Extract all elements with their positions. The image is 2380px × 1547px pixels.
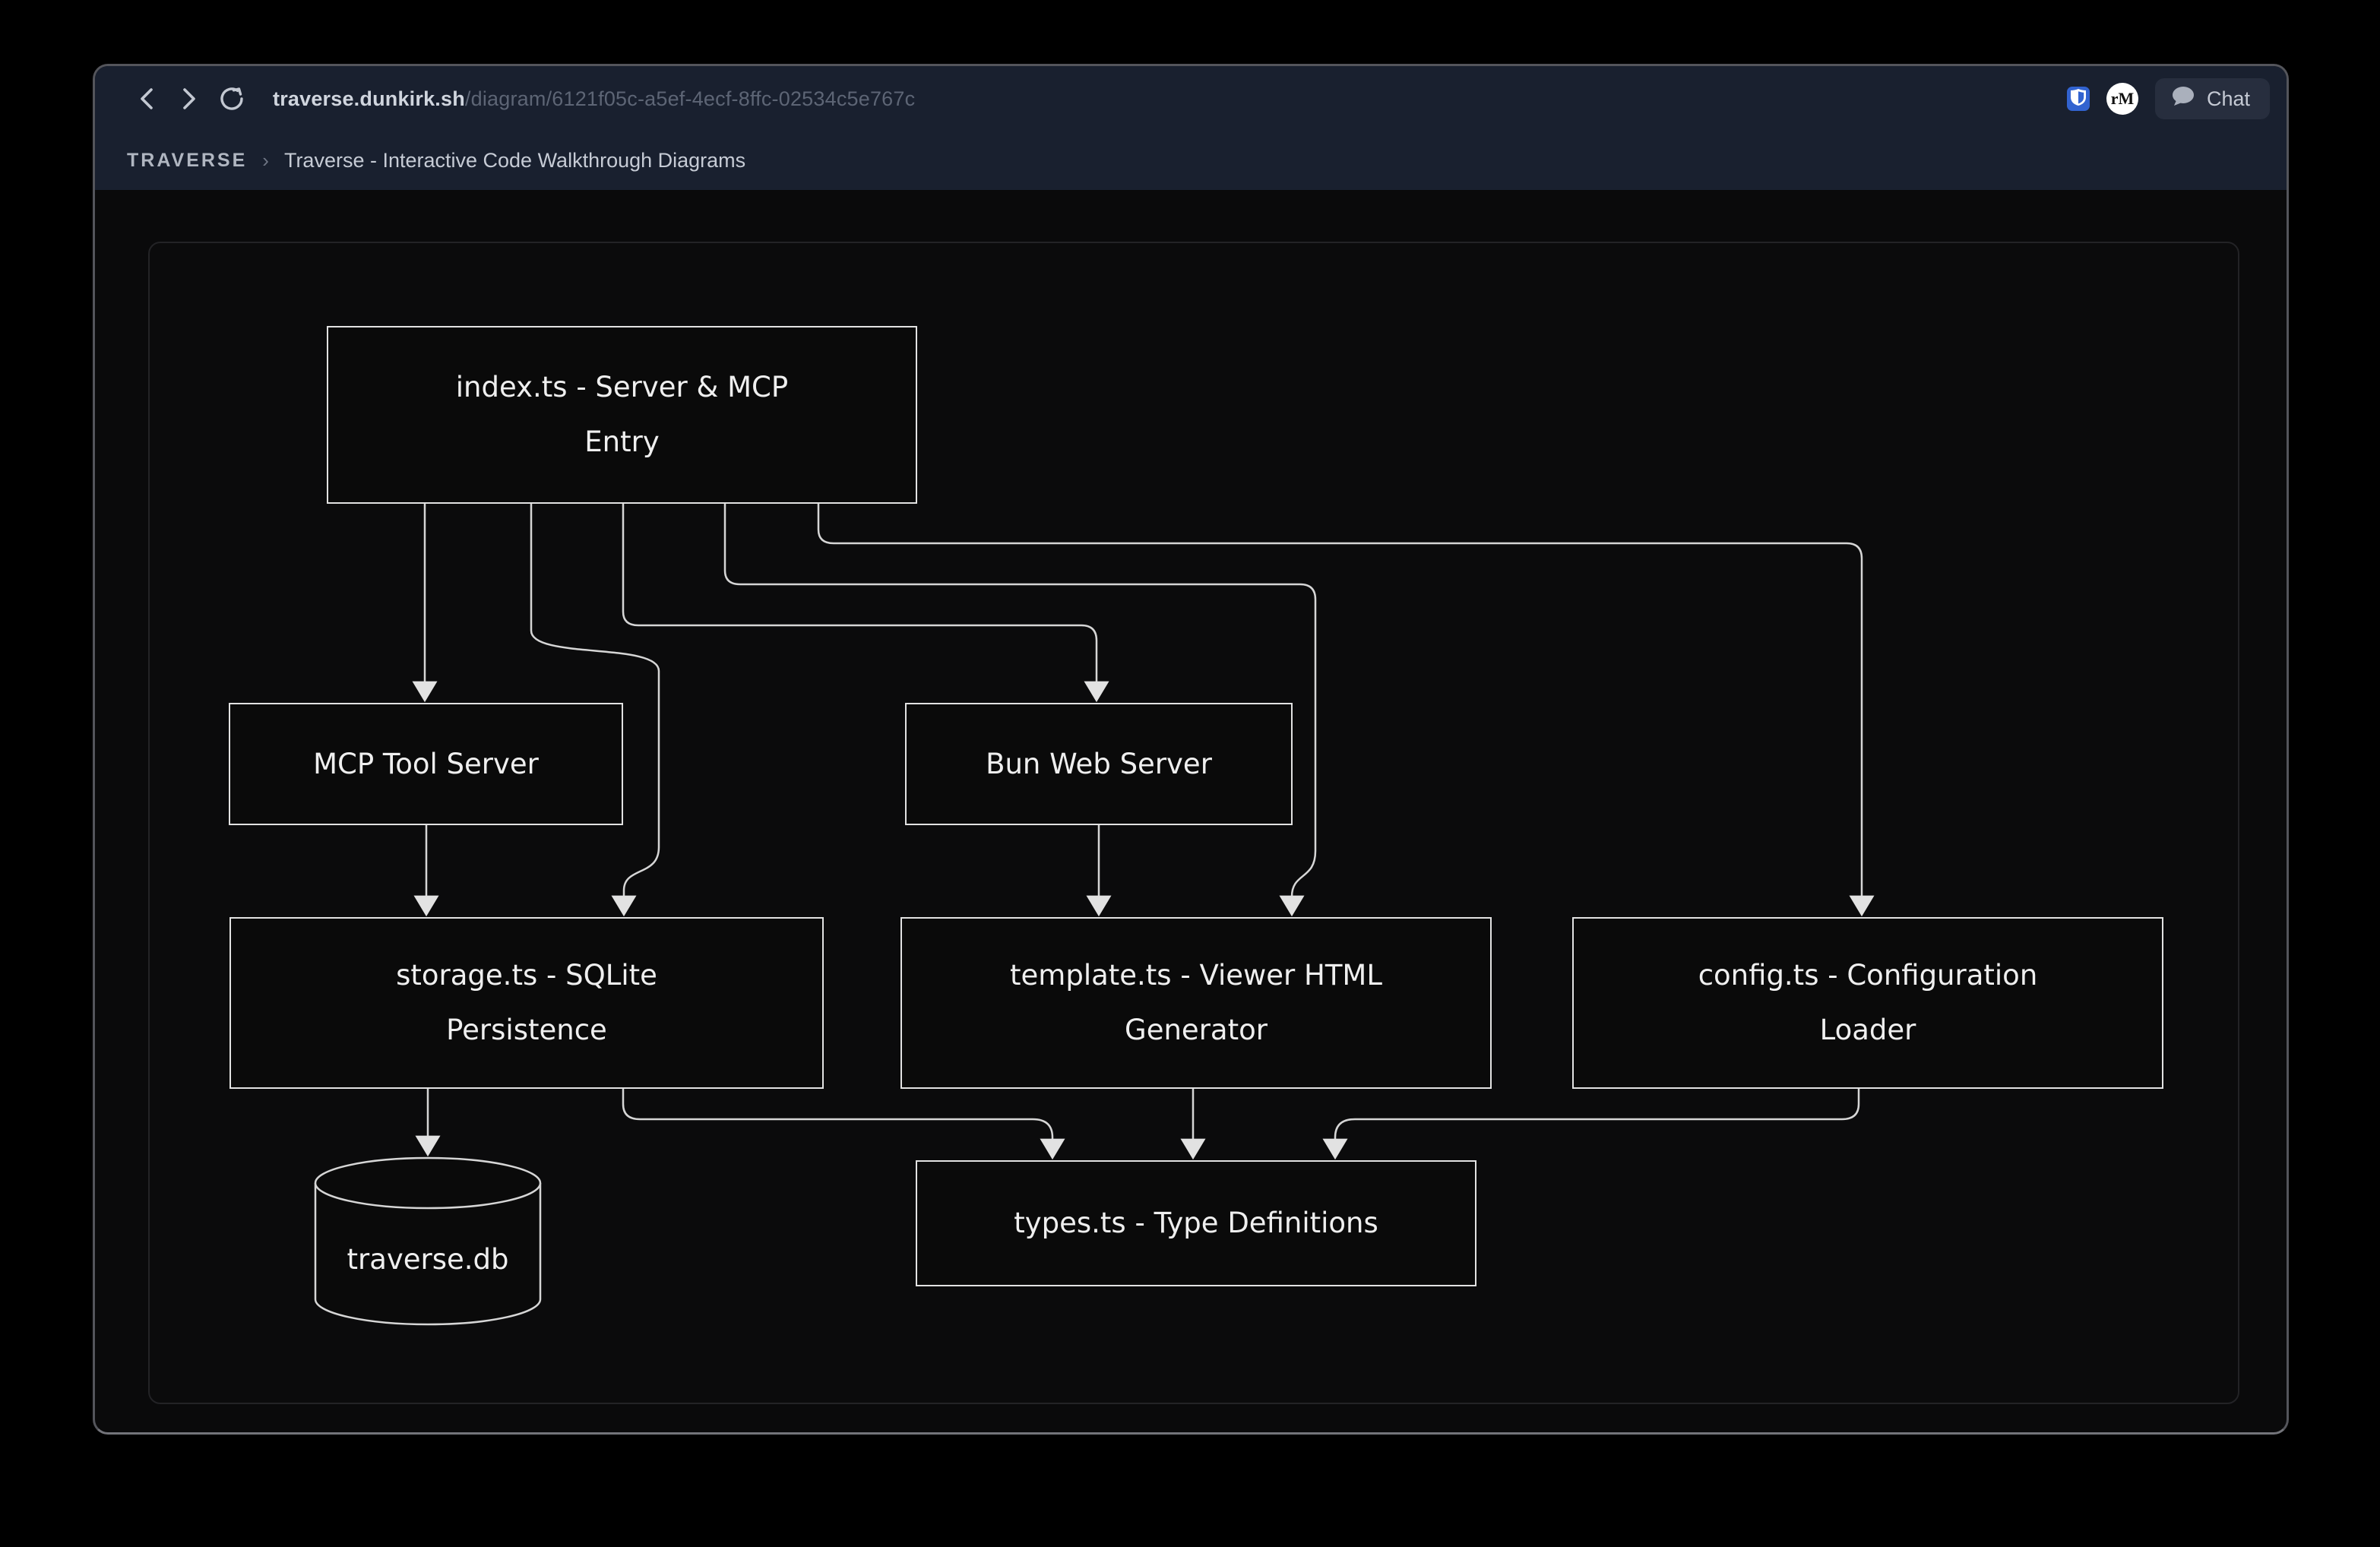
browser-chrome: traverse.dunkirk.sh/diagram/6121f05c-a5e… bbox=[95, 66, 2287, 190]
database-cylinder-shape[interactable] bbox=[315, 1158, 540, 1324]
diagram-canvas: index.ts - Server & MCP Entry MCP Tool S… bbox=[150, 243, 2238, 1403]
browser-window: traverse.dunkirk.sh/diagram/6121f05c-a5e… bbox=[93, 64, 2289, 1435]
node-label: Bun Web Server bbox=[986, 737, 1212, 792]
back-button[interactable] bbox=[125, 78, 168, 120]
toolbar-right-cluster: rM Chat bbox=[2067, 72, 2270, 125]
shield-icon bbox=[2070, 88, 2087, 110]
node-label: Entry bbox=[584, 415, 659, 470]
diagram-node-template[interactable]: template.ts - Viewer HTML Generator bbox=[900, 917, 1492, 1089]
breadcrumb-site-link[interactable]: TRAVERSE bbox=[127, 150, 247, 172]
node-label: Persistence bbox=[446, 1003, 607, 1058]
speech-bubble-icon bbox=[2170, 85, 2196, 113]
url-path: /diagram/6121f05c-a5ef-4ecf-8ffc-02534c5… bbox=[465, 87, 915, 110]
diagram-panel: index.ts - Server & MCP Entry MCP Tool S… bbox=[148, 242, 2239, 1404]
page-title: Traverse - Interactive Code Walkthrough … bbox=[284, 149, 745, 172]
edge-index-to-bun bbox=[623, 504, 1097, 699]
bitwarden-extension-button[interactable] bbox=[2067, 87, 2090, 111]
chat-button-label: Chat bbox=[2207, 87, 2250, 111]
diagram-node-traverse-db-label: traverse.db bbox=[315, 1243, 540, 1276]
url-domain: traverse.dunkirk.sh bbox=[273, 87, 465, 110]
node-label: MCP Tool Server bbox=[313, 737, 539, 792]
breadcrumb-separator: › bbox=[262, 149, 269, 172]
node-label: template.ts - Viewer HTML bbox=[1010, 948, 1382, 1003]
reload-icon bbox=[215, 82, 248, 115]
chat-button[interactable]: Chat bbox=[2155, 78, 2270, 119]
reload-button[interactable] bbox=[210, 78, 253, 120]
forward-button[interactable] bbox=[168, 78, 210, 120]
url-bar[interactable]: traverse.dunkirk.sh/diagram/6121f05c-a5e… bbox=[273, 87, 915, 111]
node-label: config.ts - Configuration bbox=[1698, 948, 2038, 1003]
diagram-node-index[interactable]: index.ts - Server & MCP Entry bbox=[327, 326, 917, 504]
diagram-node-bun-web-server[interactable]: Bun Web Server bbox=[905, 703, 1293, 825]
rm-extension-button[interactable]: rM bbox=[2106, 83, 2138, 115]
node-label: types.ts - Type Definitions bbox=[1014, 1196, 1378, 1251]
diagram-node-types[interactable]: types.ts - Type Definitions bbox=[916, 1160, 1476, 1286]
edge-config-to-types bbox=[1335, 1089, 1859, 1156]
node-label: index.ts - Server & MCP bbox=[456, 360, 788, 415]
breadcrumb: TRAVERSE › Traverse - Interactive Code W… bbox=[95, 131, 2287, 190]
rm-badge-label: rM bbox=[2111, 89, 2135, 109]
diagram-node-mcp-tool-server[interactable]: MCP Tool Server bbox=[229, 703, 623, 825]
diagram-node-config[interactable]: config.ts - Configuration Loader bbox=[1572, 917, 2163, 1089]
node-label: storage.ts - SQLite bbox=[396, 948, 657, 1003]
browser-toolbar: traverse.dunkirk.sh/diagram/6121f05c-a5e… bbox=[95, 66, 2287, 131]
node-label: Loader bbox=[1820, 1003, 1916, 1058]
chevron-left-icon bbox=[134, 84, 160, 114]
diagram-node-storage[interactable]: storage.ts - SQLite Persistence bbox=[229, 917, 824, 1089]
chevron-right-icon bbox=[176, 84, 202, 114]
edge-storage-to-types bbox=[623, 1089, 1052, 1156]
node-label: Generator bbox=[1125, 1003, 1268, 1058]
